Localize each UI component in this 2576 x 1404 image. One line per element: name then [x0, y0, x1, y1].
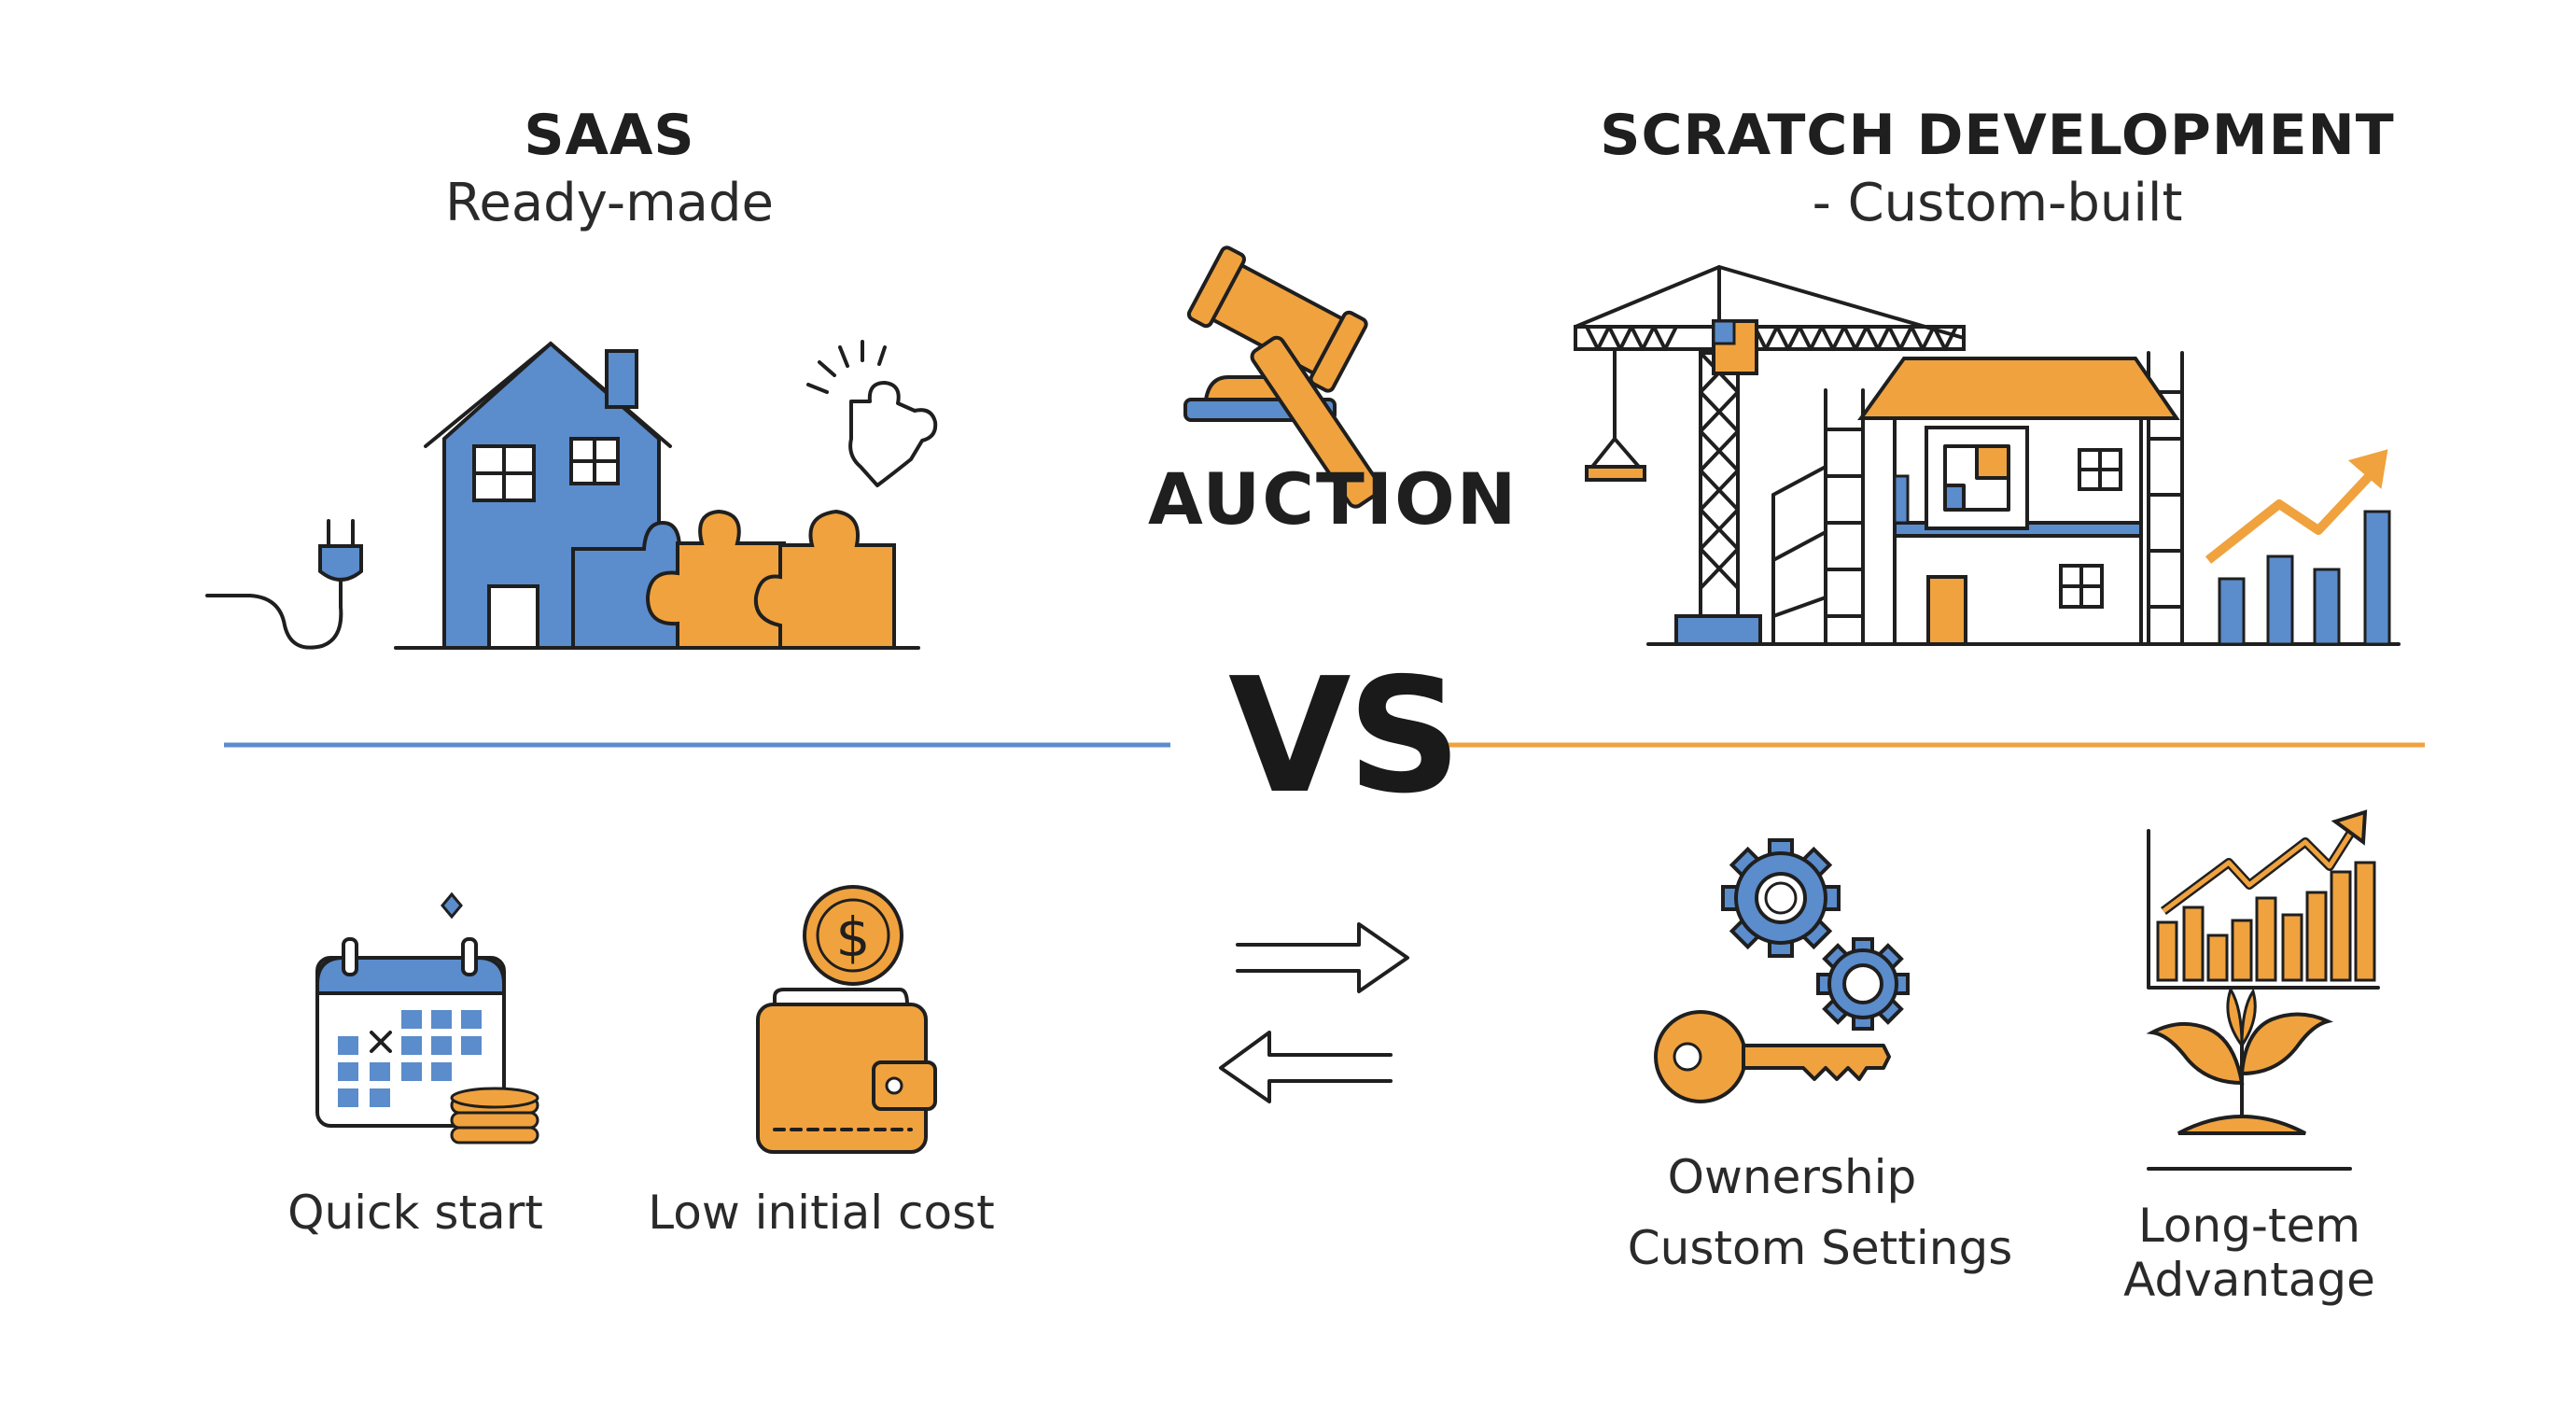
ownership-label: Ownership [1667, 1150, 1917, 1204]
custom-settings-label: Custom Settings [1627, 1221, 2013, 1275]
low-initial-cost-label: Low initial cost [648, 1186, 995, 1240]
auction-label: AUCTION [1148, 457, 1519, 541]
custom-built-subtitle: - Custom-built [1812, 173, 2183, 233]
scratch-development-title: SCRATCH DEVELOPMENT [1600, 103, 2395, 168]
svg-text:$: $ [836, 906, 871, 969]
advantage-label: Advantage [2123, 1253, 2375, 1307]
saas-title: SAAS [524, 103, 695, 168]
saas-subtitle: Ready-made [445, 173, 774, 233]
vs-label: VS [1228, 644, 1462, 829]
quick-start-label: Quick start [287, 1186, 543, 1240]
long-term-label: Long-tem [2137, 1199, 2361, 1253]
